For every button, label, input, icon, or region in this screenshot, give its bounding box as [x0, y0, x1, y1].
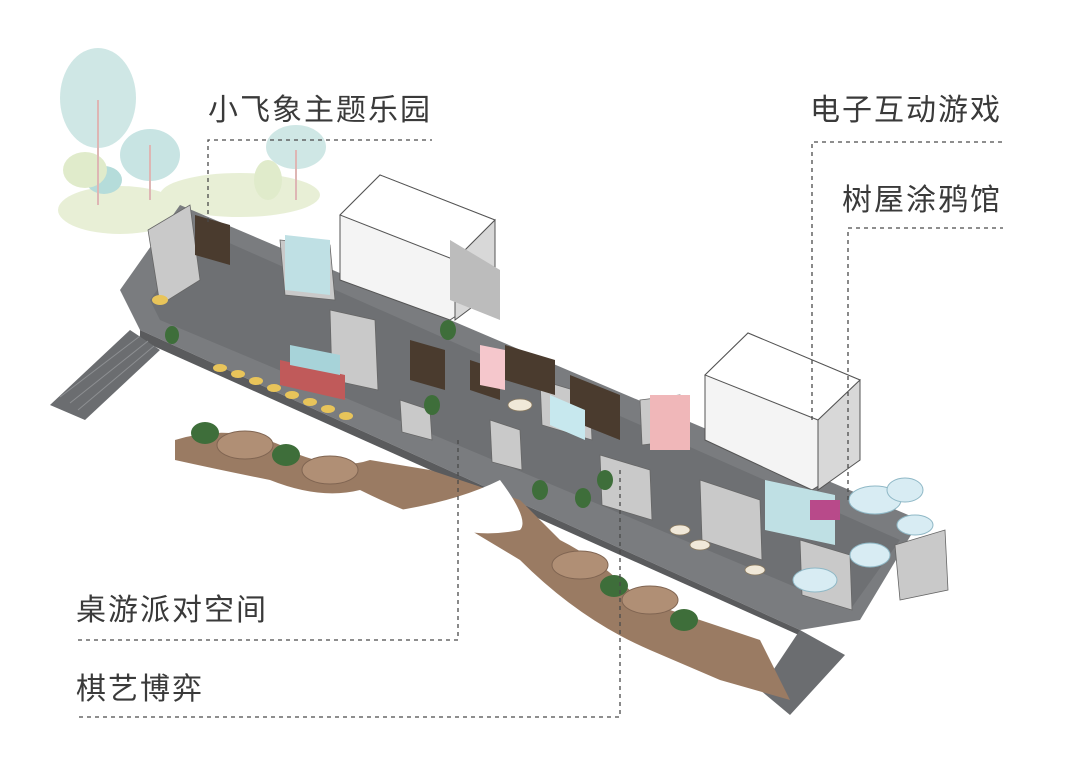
leader-treehouse [847, 227, 1003, 500]
decorative-trees [58, 48, 326, 234]
round-tables [507, 398, 766, 576]
leader-chess [76, 470, 621, 718]
label-board-game-party-space: 桌游派对空间 [76, 593, 268, 628]
cloud-decorations [792, 477, 934, 593]
room-accents [280, 235, 840, 545]
label-electronic-interactive-games: 电子互动游戏 [810, 93, 1002, 128]
label-treehouse-graffiti-hall: 树屋涂鸦馆 [842, 183, 1002, 218]
stepping-pads [152, 295, 353, 420]
label-chess-game: 棋艺博弈 [76, 672, 204, 707]
white-tower-left [339, 174, 500, 321]
leader-elephant-park [207, 139, 432, 222]
entry-ramp-left [50, 330, 160, 420]
label-elephant-theme-park: 小飞象主题乐园 [208, 93, 432, 128]
white-tower-right [704, 332, 861, 491]
planters [165, 320, 613, 508]
leader-lines [76, 139, 1003, 718]
garden-paving [175, 422, 790, 700]
leader-board-game [76, 440, 459, 641]
